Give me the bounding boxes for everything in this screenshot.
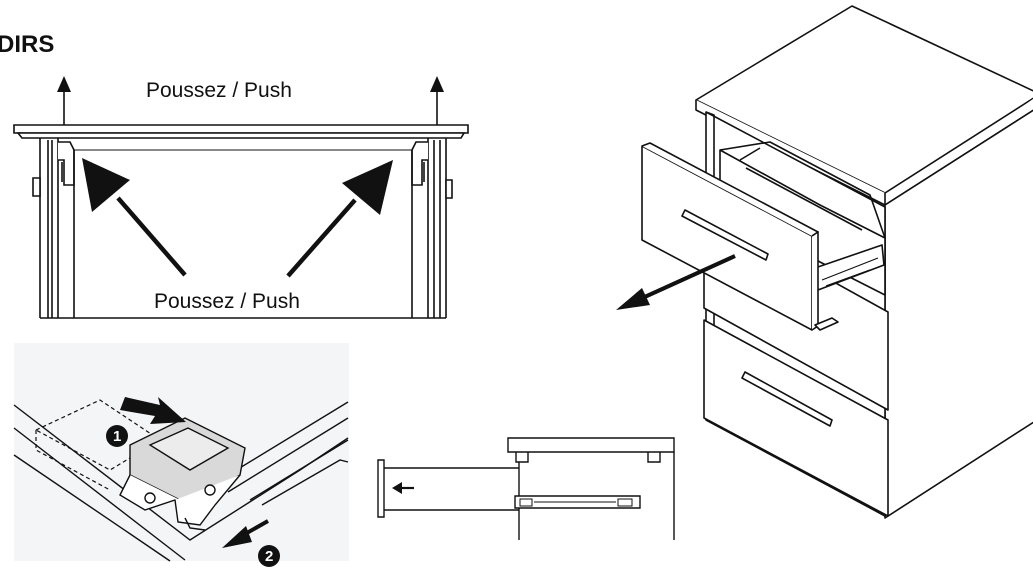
- step-1-badge: 1: [106, 425, 128, 447]
- step-1-number: 1: [113, 428, 121, 445]
- drawer-body: [40, 150, 446, 319]
- drawer-front-section: [377, 459, 385, 518]
- clip-detail-panel: 1 2: [13, 343, 349, 567]
- slide-section-panel: [377, 437, 675, 540]
- bottom-drawer-handle: [741, 371, 833, 427]
- pull-out-arrow-icon: [222, 519, 269, 548]
- heading: DIRS: [0, 31, 54, 58]
- pull-left-arrow-icon: [392, 482, 414, 494]
- left-slide: [32, 138, 75, 318]
- up-arrow-left-icon: [57, 76, 71, 125]
- push-arrow-right-icon: [286, 160, 393, 278]
- push-label-lower: Poussez / Push: [154, 290, 300, 313]
- top-board: [13, 124, 469, 139]
- right-slide: [411, 138, 453, 318]
- nightstand-cabinet: [641, 5, 1033, 519]
- bottom-drawer-front: [703, 319, 889, 517]
- drawer-pull-arrow-icon: [616, 254, 736, 310]
- push-label-upper: Poussez / Push: [146, 79, 292, 102]
- push-arrow-left-icon: [82, 158, 187, 277]
- cabinet-top-section: [507, 437, 675, 453]
- lever-push-arrow-icon: [120, 397, 186, 424]
- step-2-number: 2: [265, 548, 273, 565]
- up-arrow-right-icon: [430, 76, 444, 125]
- front-view-panel: [13, 124, 469, 319]
- top-drawer-handle: [681, 209, 769, 261]
- step-2-badge: 2: [258, 545, 280, 567]
- release-lever: [119, 417, 246, 531]
